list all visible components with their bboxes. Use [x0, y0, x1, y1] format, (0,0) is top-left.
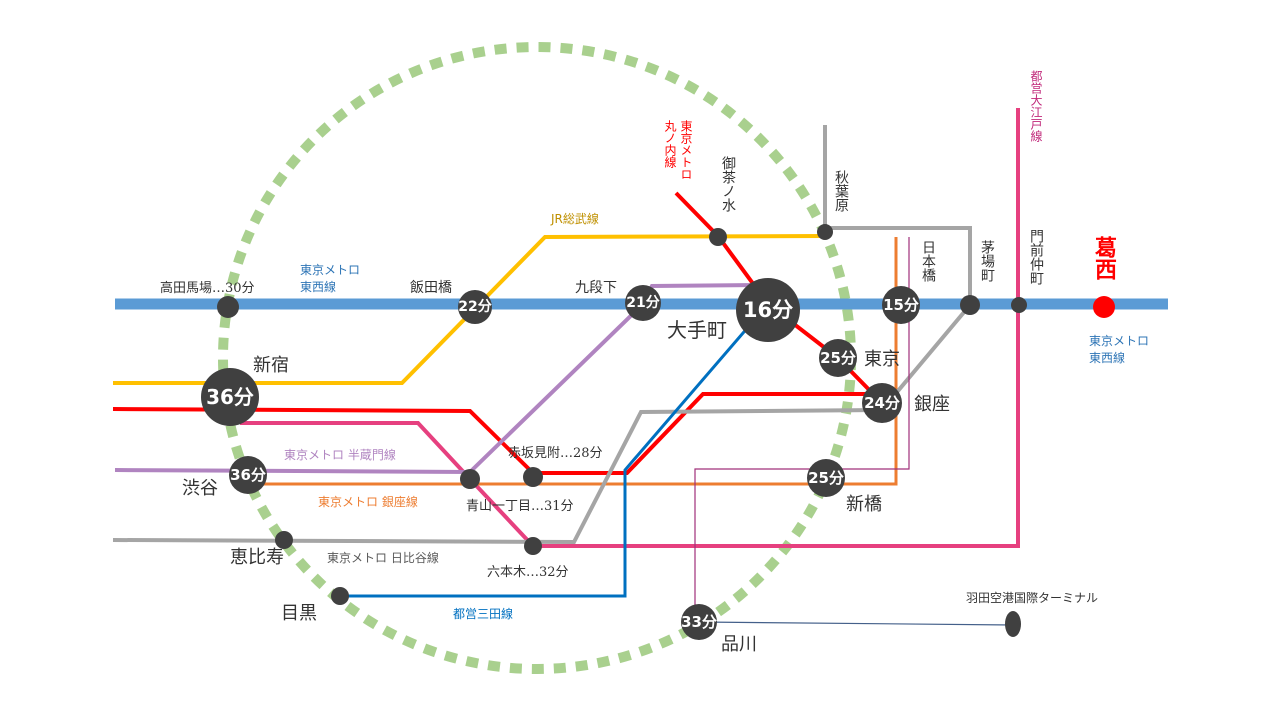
time-label: 21分	[626, 295, 659, 311]
station-label: 銀座	[914, 394, 950, 415]
station-label: 羽田空港国際ターミナル	[966, 591, 1098, 605]
station-meguro[interactable]: 目黒	[281, 587, 349, 624]
time-label: 24分	[864, 394, 900, 412]
station-shinjuku[interactable]: 36分 新宿	[201, 355, 289, 426]
station-kayabacho[interactable]: 茅場町	[960, 240, 995, 315]
time-label: 36分	[230, 466, 266, 484]
station-shimbashi[interactable]: 25分 新橋	[807, 459, 882, 515]
station-ginza[interactable]: 24分 銀座	[862, 383, 950, 423]
station-label: 秋葉原	[833, 170, 849, 212]
oedo-line	[240, 108, 1020, 548]
station-haneda-intl[interactable]: 羽田空港国際ターミナル	[966, 591, 1098, 637]
ginza-label: 東京メトロ 銀座線	[318, 494, 418, 509]
station-aoyama-itchome[interactable]: 青山一丁目…31分	[460, 469, 574, 514]
station-nihombashi[interactable]: 15分 日本橋	[882, 240, 936, 324]
station-otemachi[interactable]: 16分 大手町	[667, 278, 800, 342]
station-label: 恵比寿	[230, 547, 284, 568]
station-iidabashi[interactable]: 22分 飯田橋	[410, 279, 492, 324]
station-tokyo[interactable]: 25分 東京	[819, 339, 900, 377]
time-label: 15分	[883, 296, 919, 314]
station-label: 茅場町	[979, 240, 995, 282]
station-label: 高田馬場…30分	[160, 280, 255, 296]
mita-label: 都営三田線	[453, 606, 513, 621]
marunouchi-label: 東京メトロ	[679, 120, 693, 180]
station-label: 品川	[721, 634, 757, 655]
station-label: 赤坂見附…28分	[508, 446, 603, 461]
station-ochanomizu[interactable]: 御茶ノ水	[709, 156, 736, 246]
station-label: 新橋	[846, 494, 882, 515]
station-kudanshita[interactable]: 21分 九段下	[575, 280, 661, 321]
station-label: 門前仲町	[1028, 229, 1044, 285]
station-label: 日本橋	[920, 240, 936, 282]
station-label: 東京	[864, 349, 900, 370]
station-ebisu[interactable]: 恵比寿	[230, 531, 293, 568]
oedo-label: 都営大江戸線	[1029, 70, 1043, 142]
station-label: 青山一丁目…31分	[466, 499, 574, 514]
station-monzennakacho[interactable]: 門前仲町	[1011, 229, 1044, 313]
station-label: 御茶ノ水	[720, 156, 736, 212]
mita-line	[340, 303, 770, 598]
time-label: 33分	[681, 613, 717, 631]
hanzomon-label: 東京メトロ 半蔵門線	[284, 447, 396, 462]
tozai-label-east: 東京メトロ	[1089, 334, 1149, 348]
station-roppongi[interactable]: 六本木…32分	[487, 537, 569, 580]
tozai-label-east-2: 東西線	[1089, 350, 1125, 365]
station-takadanobaba[interactable]: 高田馬場…30分	[160, 280, 255, 318]
station-shinagawa[interactable]: 33分 品川	[681, 604, 757, 655]
time-label: 16分	[743, 298, 793, 322]
station-label: 新宿	[253, 355, 289, 376]
tozai-label: 東京メトロ	[300, 263, 360, 277]
time-label: 36分	[206, 385, 254, 409]
station-kasai[interactable]: 葛西	[1091, 236, 1118, 318]
time-label: 25分	[820, 349, 856, 367]
marunouchi-line-west	[112, 392, 882, 475]
time-label: 22分	[458, 299, 491, 315]
station-akihabara[interactable]: 秋葉原	[817, 170, 849, 240]
marunouchi-label-2: 丸ノ内線	[663, 120, 677, 168]
hibiya-label: 東京メトロ 日比谷線	[327, 550, 439, 565]
destination-label: 葛西	[1091, 236, 1118, 280]
station-shibuya[interactable]: 36分 渋谷	[182, 456, 267, 499]
hibiya-line	[112, 125, 972, 545]
station-label: 六本木…32分	[487, 565, 569, 580]
station-label: 大手町	[667, 318, 727, 342]
station-label: 九段下	[575, 280, 617, 296]
sobu-label: JR総武線	[550, 211, 599, 226]
tozai-label-2: 東西線	[300, 279, 336, 294]
station-label: 飯田橋	[410, 279, 452, 296]
time-label: 25分	[808, 469, 844, 487]
station-label: 渋谷	[182, 478, 218, 499]
station-label: 目黒	[281, 603, 317, 624]
station-akasaka-mitsuke[interactable]: 赤坂見附…28分	[508, 446, 603, 487]
asakusa-line	[694, 237, 910, 622]
keikyu-line	[698, 621, 1014, 626]
